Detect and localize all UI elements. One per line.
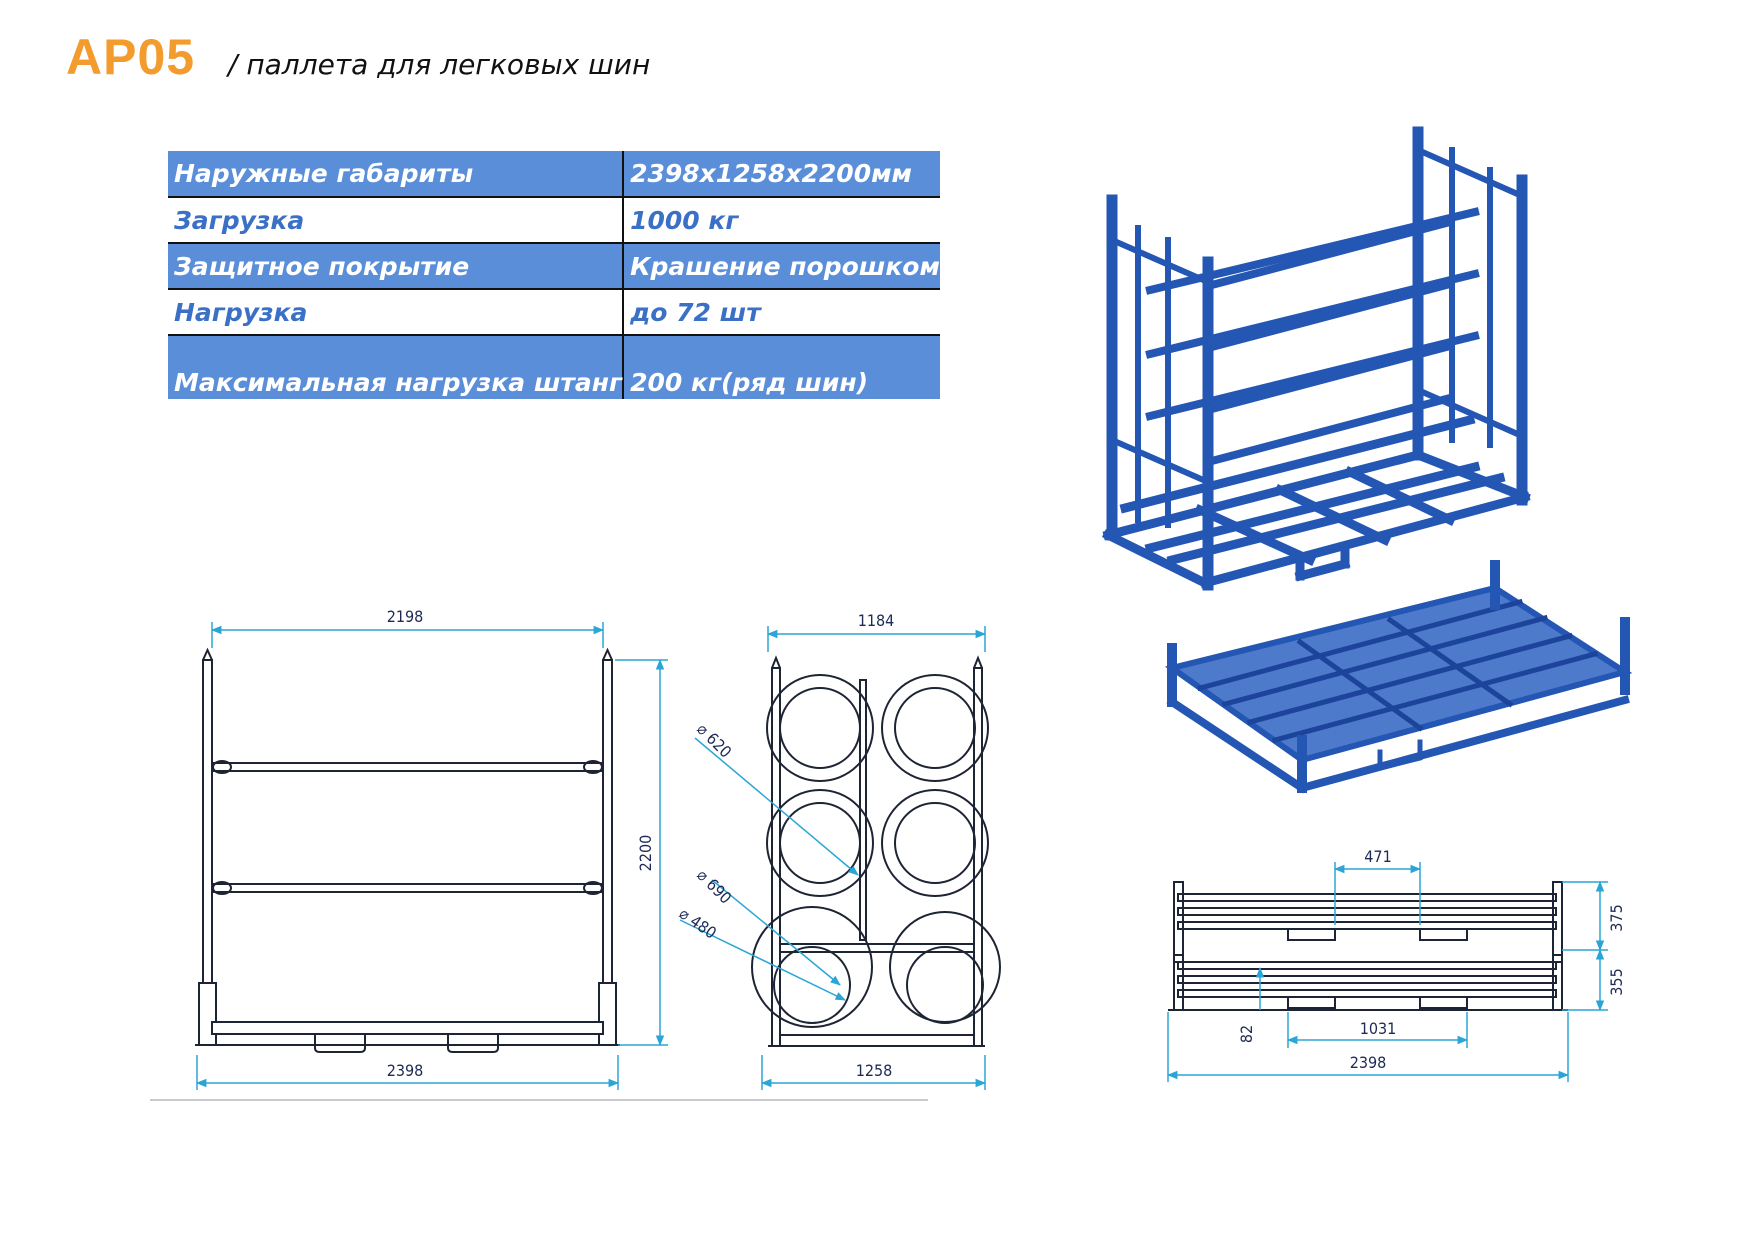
spec-label: Нагрузка — [168, 289, 625, 336]
side-elevation-drawing — [751, 655, 1001, 1047]
spec-row: Наружные габариты 2398x1258x2200мм — [168, 151, 940, 198]
isometric-base-folded — [1164, 560, 1633, 794]
spec-value: до 72 шт — [623, 289, 940, 336]
spec-label: Наружные габариты — [168, 151, 625, 198]
side-base-width-label: 1258 — [856, 1061, 893, 1080]
stacked-dimensions — [1166, 862, 1608, 1082]
front-top-width-label: 2198 — [387, 607, 424, 626]
upper-height-label: 375 — [1607, 904, 1626, 931]
spec-row: Защитное покрытие Крашение порошком — [168, 243, 940, 290]
foot-height-label: 82 — [1237, 1025, 1256, 1043]
spec-value: 2398x1258x2200мм — [623, 151, 940, 198]
spec-row: Нагрузка до 72 шт — [168, 289, 940, 336]
stacked-bases-drawing — [1168, 881, 1568, 1011]
front-height-label: 2200 — [636, 835, 655, 872]
front-elevation-drawing — [195, 647, 620, 1053]
isometric-rack-assembled — [1101, 126, 1531, 591]
side-top-width-label: 1184 — [858, 611, 895, 630]
spec-row: Загрузка 1000 кг — [168, 197, 940, 244]
total-width-label: 2398 — [1350, 1053, 1387, 1072]
lower-height-label: 355 — [1607, 968, 1626, 995]
spec-value: Крашение порошком — [623, 243, 940, 290]
spec-label: Загрузка — [168, 197, 625, 244]
spec-table: Наружные габариты 2398x1258x2200мм Загру… — [168, 151, 940, 399]
spec-value: 200 кг(ряд шин) — [623, 335, 940, 399]
spec-value: 1000 кг — [623, 197, 940, 244]
handle-width-label: 471 — [1364, 847, 1391, 866]
spec-label: Защитное покрытие — [168, 243, 625, 290]
front-dimensions — [195, 622, 668, 1090]
product-code: AP05 — [66, 29, 196, 85]
spec-label: Максимальная нагрузка штанг — [168, 335, 625, 399]
inner-width-label: 1031 — [1360, 1019, 1397, 1038]
tire-diameter-690-label: ⌀ 690 — [693, 865, 735, 907]
tire-diameter-620-label: ⌀ 620 — [693, 719, 735, 761]
side-dimensions — [679, 626, 987, 1090]
spec-row: Максимальная нагрузка штанг 200 кг(ряд ш… — [168, 335, 940, 399]
product-subtitle: / паллета для легковых шин — [228, 48, 651, 81]
front-base-width-label: 2398 — [387, 1061, 424, 1080]
